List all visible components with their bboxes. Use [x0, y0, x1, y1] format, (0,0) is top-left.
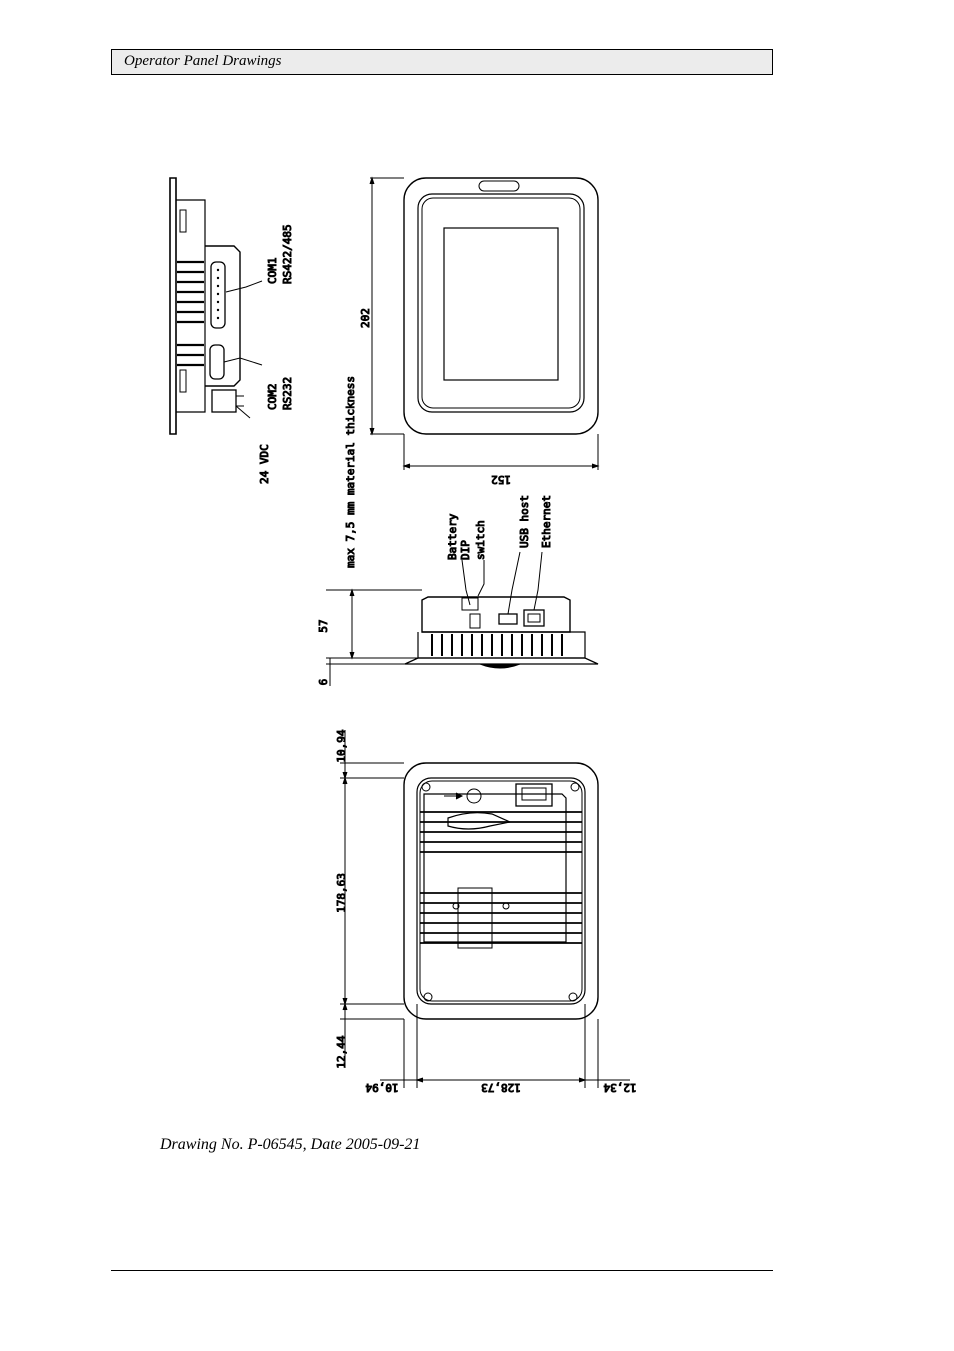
com2-label: COM2: [266, 384, 279, 411]
depth-dim: 57: [317, 619, 330, 632]
com1-sub-label: RS422/485: [281, 224, 294, 284]
back-height-dim: 178,63: [335, 873, 348, 913]
back-view: [340, 730, 630, 1088]
usb-host-label: USB host: [518, 495, 531, 548]
back-bottom-margin-dim: 12,44: [335, 1035, 348, 1068]
back-top-margin-dim: 10,94: [335, 729, 348, 762]
battery-label: Battery: [446, 513, 459, 560]
switch-label: switch: [474, 520, 487, 560]
side-view: [169, 177, 263, 435]
section-header: Operator Panel Drawings: [111, 49, 773, 75]
ethernet-label: Ethernet: [540, 495, 553, 548]
back-left-margin-dim: 10,94: [365, 1081, 398, 1094]
section-title: Operator Panel Drawings: [124, 53, 282, 69]
drawing-caption: Drawing No. P-06545, Date 2005-09-21: [160, 1136, 421, 1153]
material-thickness-note: max 7,5 mm material thickness: [344, 376, 357, 568]
back-width-dim: 128,73: [481, 1081, 521, 1094]
bottom-view: [326, 551, 599, 686]
com1-label: COM1: [266, 258, 279, 285]
front-height-dim: 202: [359, 308, 372, 328]
front-width-dim: 152: [491, 473, 511, 486]
dip-label: DIP: [459, 540, 472, 560]
footer-rule: [111, 1270, 773, 1271]
com2-sub-label: RS232: [281, 377, 294, 410]
front-view: [369, 176, 600, 470]
power-label: 24 VDC: [258, 444, 271, 484]
back-right-margin-dim: 12,34: [603, 1081, 636, 1094]
bezel-dim: 6: [317, 679, 330, 686]
